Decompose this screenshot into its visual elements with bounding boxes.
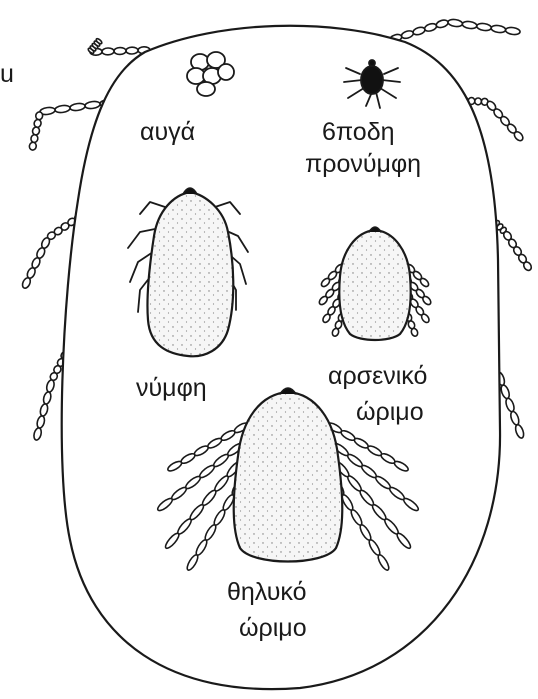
outer-leg-segment	[21, 237, 51, 290]
label-male-line2: ώριμο	[356, 398, 424, 426]
label-male-line1: αρσενικό	[328, 362, 427, 390]
outer-leg-segment	[448, 19, 521, 36]
label-female-line2: ώριμο	[239, 614, 307, 642]
label-female-line1: θηλυκό	[227, 578, 306, 606]
label-nymph: νύμφη	[136, 374, 207, 402]
label-larva-line1: 6ποδη	[322, 118, 395, 146]
outer-leg-segment	[502, 230, 533, 272]
outer-leg-segment	[33, 379, 56, 441]
label-larva-line2: προνύμφη	[305, 150, 421, 178]
label-eggs: αυγά	[140, 118, 195, 146]
outer-leg-segment	[485, 100, 524, 143]
stray-mark: u	[0, 60, 14, 88]
outer-leg-segment	[29, 111, 44, 150]
